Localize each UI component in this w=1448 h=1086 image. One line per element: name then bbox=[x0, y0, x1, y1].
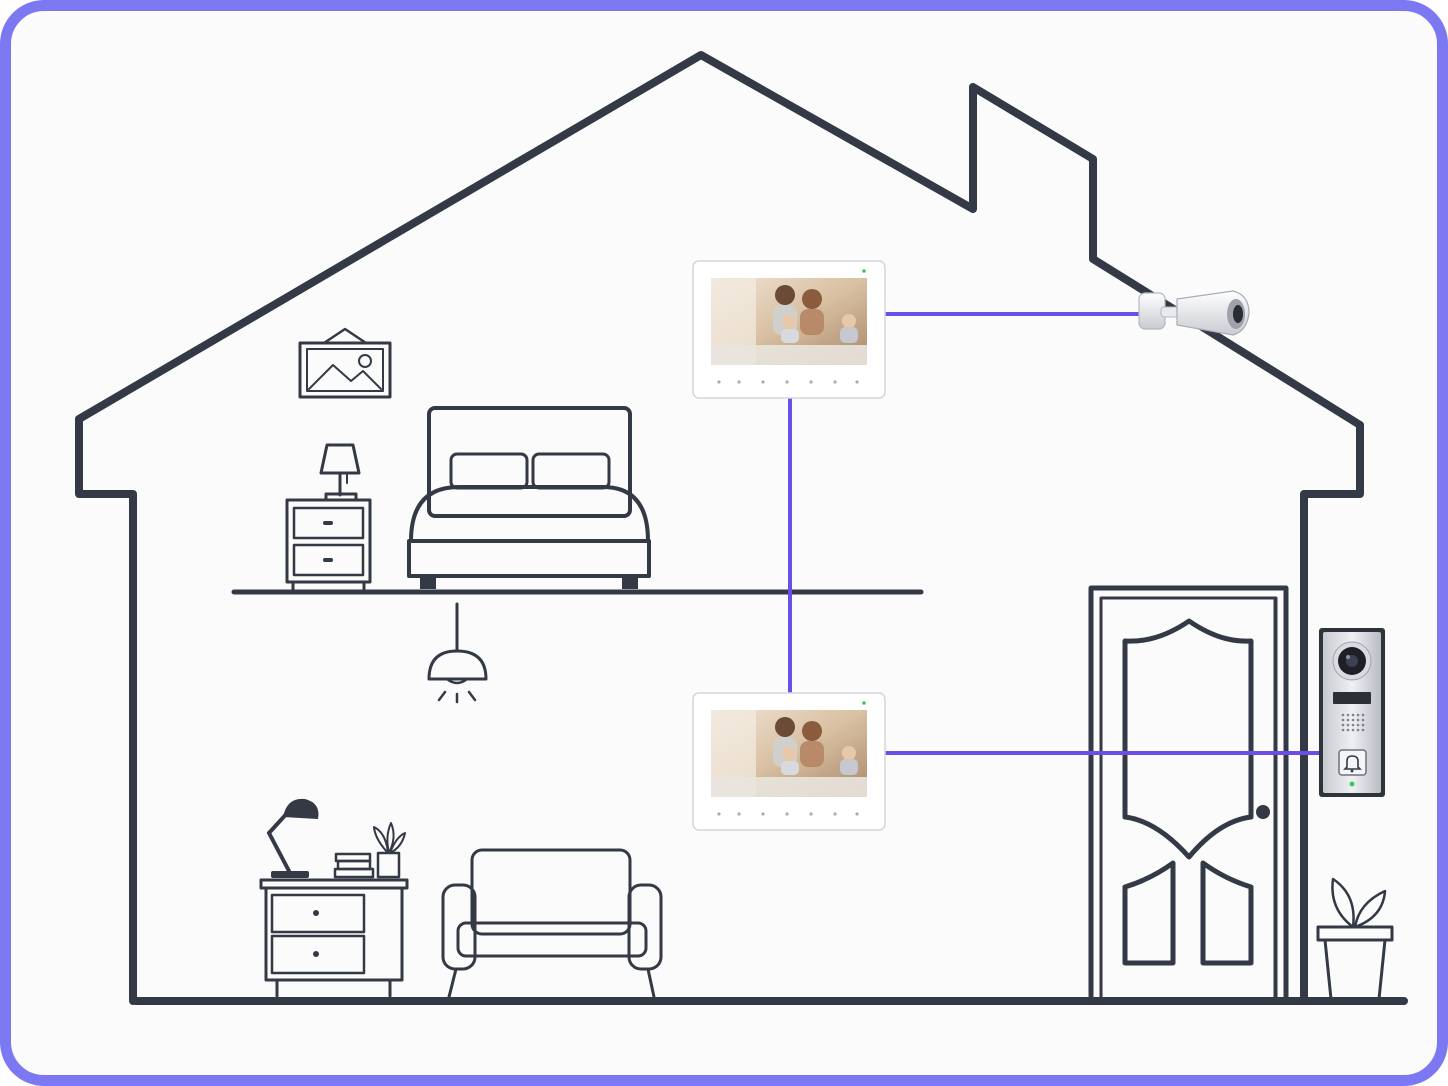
pendant-light-icon bbox=[427, 602, 488, 704]
home-intercom-diagram bbox=[75, 51, 1408, 1005]
cabinet-icon bbox=[259, 878, 409, 998]
indoor-monitor bbox=[692, 692, 886, 831]
house-outline-icon bbox=[75, 51, 1408, 1005]
picture-frame-icon bbox=[298, 327, 392, 399]
bullet-camera-icon bbox=[1138, 290, 1250, 336]
bed-icon bbox=[407, 406, 651, 589]
wiring bbox=[788, 312, 1319, 755]
armchair-icon bbox=[441, 848, 663, 999]
potted-plant-icon bbox=[1316, 877, 1394, 1001]
indoor-monitor bbox=[692, 260, 886, 399]
nightstand-icon bbox=[285, 498, 372, 591]
doorbell-icon bbox=[1319, 628, 1385, 797]
potted-plant-icon bbox=[373, 822, 406, 879]
books-icon bbox=[333, 852, 375, 879]
desk-lamp-icon bbox=[267, 798, 319, 878]
table-lamp-icon bbox=[319, 443, 361, 502]
door-icon bbox=[1088, 585, 1289, 1004]
